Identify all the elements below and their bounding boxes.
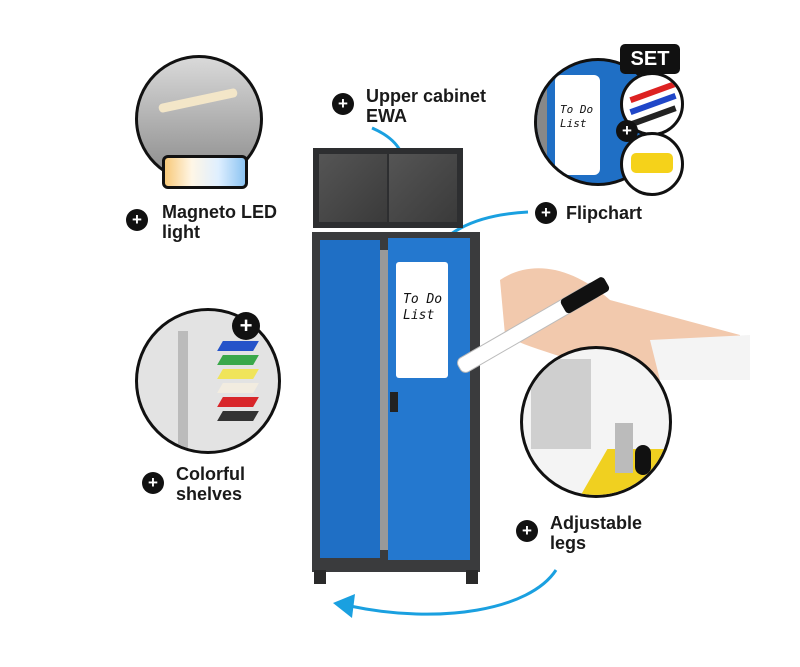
hand-with-marker [457,268,750,380]
flipchart-board-text-2: List [560,117,587,130]
main-cabinet: To Do List [312,232,480,572]
cabinet-interior [380,250,390,550]
led-plus-icon[interactable]: + [126,209,148,231]
upper-cabinet [313,148,463,228]
cabinet-leg-left [314,570,326,584]
flipchart-plus-icon[interactable]: + [535,202,557,224]
whiteboard: To Do List [396,262,448,378]
flipchart-set-plus-icon: + [616,120,638,142]
whiteboard-text-1: To Do [403,292,443,307]
set-badge: SET [620,44,680,74]
upper-plus-icon[interactable]: + [332,93,354,115]
sponge-image [620,132,684,196]
led-bar [157,87,239,114]
shelves-badge-plus-icon: + [232,312,260,340]
flipchart-label: Flipchart [566,203,643,223]
lock-icon [390,392,398,412]
led-color-swatches [162,155,248,189]
flipchart-board-text-1: To Do [560,103,594,116]
shelves-plus-icon[interactable]: + [142,472,164,494]
upper-cabinet-door-left [319,154,387,222]
legs-plus-icon[interactable]: + [516,520,538,542]
legs-image [520,346,672,498]
door-left [320,240,380,558]
rotate-arrow-head [333,594,355,618]
rotate-arrow [349,569,558,616]
whiteboard-text-2: List [403,308,435,323]
flipchart-board: To Do List [555,75,600,175]
upper-cabinet-door-right [389,154,457,222]
cabinet-leg-right [466,570,478,584]
